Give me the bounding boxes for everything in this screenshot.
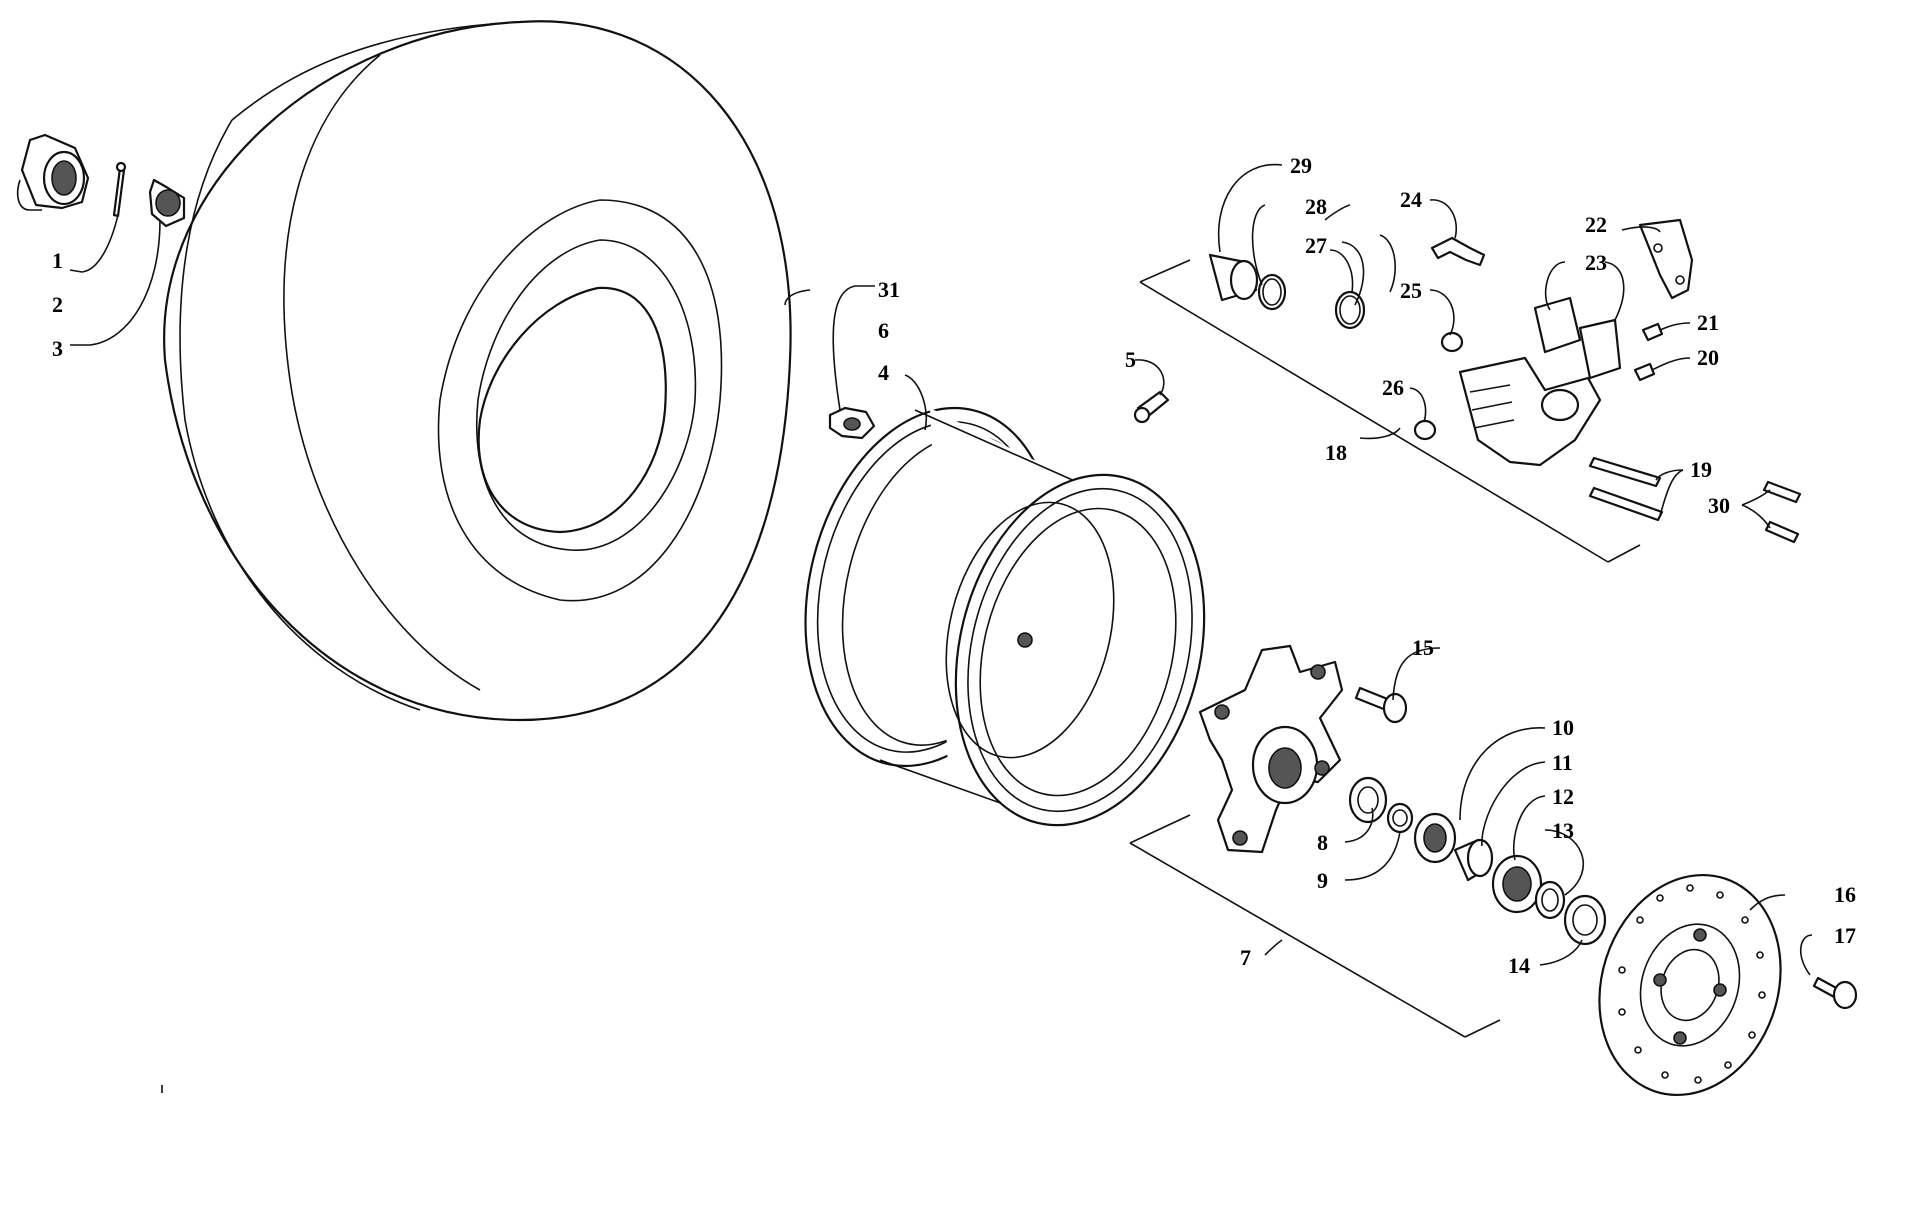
callout-28: 28	[1305, 194, 1327, 219]
caliper-piston-29-part	[1208, 253, 1259, 302]
ring-9-part	[1386, 802, 1414, 834]
callout-3: 3	[52, 336, 63, 361]
seal-8-part	[1348, 776, 1388, 824]
seal-27-part	[1334, 290, 1366, 330]
valve-stem-part	[1133, 390, 1170, 424]
callout-17: 17	[1834, 923, 1856, 948]
castle-nut-part	[148, 178, 186, 228]
callout-12: 12	[1552, 784, 1574, 809]
spacer-11-part	[1453, 838, 1494, 882]
callout-5: 5	[1125, 347, 1136, 372]
brake-pads-23-part	[1533, 296, 1622, 380]
cotter-pin-part	[112, 161, 127, 218]
pin-20-part	[1633, 362, 1656, 382]
callout-2: 2	[52, 292, 63, 317]
callout-7: 7	[1240, 945, 1251, 970]
callout-1: 1	[52, 248, 63, 273]
disc-bolt-part	[1812, 976, 1858, 1010]
callout-18: 18	[1325, 440, 1347, 465]
seal-28-part	[1257, 273, 1287, 311]
bearing-12-part	[1491, 854, 1543, 914]
callout-25: 25	[1400, 278, 1422, 303]
callout-20: 20	[1697, 345, 1719, 370]
caliper-bolts-19-part	[1588, 456, 1664, 522]
bracket-22-part	[1638, 218, 1694, 300]
callout-31: 31	[878, 277, 900, 302]
bearing-10-part	[1413, 812, 1457, 864]
plug-26-part	[1413, 419, 1437, 441]
callout-19: 19	[1690, 457, 1712, 482]
callout-8: 8	[1317, 830, 1328, 855]
callout-30: 30	[1708, 493, 1730, 518]
callout-23: 23	[1585, 250, 1607, 275]
bolts-30-part	[1762, 480, 1802, 544]
callout-29: 29	[1290, 153, 1312, 178]
callout-labels: 1 2 3 4 5 6 7 8 9 10 11 12 13 14 15 16 1…	[52, 153, 1856, 978]
pin-21-part	[1641, 322, 1664, 342]
leader-lines	[16, 163, 1813, 1038]
callout-22: 22	[1585, 212, 1607, 237]
callout-11: 11	[1552, 750, 1573, 775]
callout-16: 16	[1834, 882, 1856, 907]
brake-disc-part	[1598, 873, 1782, 1097]
callout-21: 21	[1697, 310, 1719, 335]
callout-26: 26	[1382, 375, 1404, 400]
callout-15: 15	[1412, 635, 1434, 660]
callout-10: 10	[1552, 715, 1574, 740]
callout-24: 24	[1400, 187, 1422, 212]
wheel-stud-part	[1354, 686, 1408, 724]
spring-clip-24-part	[1430, 236, 1486, 267]
lug-nut-part	[828, 406, 876, 440]
callout-27: 27	[1305, 233, 1327, 258]
caliper-body-part	[1458, 356, 1602, 467]
hub-assembly-part	[1198, 644, 1344, 854]
tire-part	[163, 20, 792, 722]
callout-4: 4	[878, 360, 889, 385]
seal-14-part	[1563, 894, 1607, 946]
callout-9: 9	[1317, 868, 1328, 893]
ring-13-part	[1534, 880, 1566, 920]
wheel-rim-part	[804, 406, 1206, 827]
callout-6: 6	[878, 318, 889, 343]
callout-13: 13	[1552, 818, 1574, 843]
callout-14: 14	[1508, 953, 1530, 978]
hub-cap-part	[20, 133, 90, 210]
bleeder-25-part	[1440, 331, 1464, 353]
